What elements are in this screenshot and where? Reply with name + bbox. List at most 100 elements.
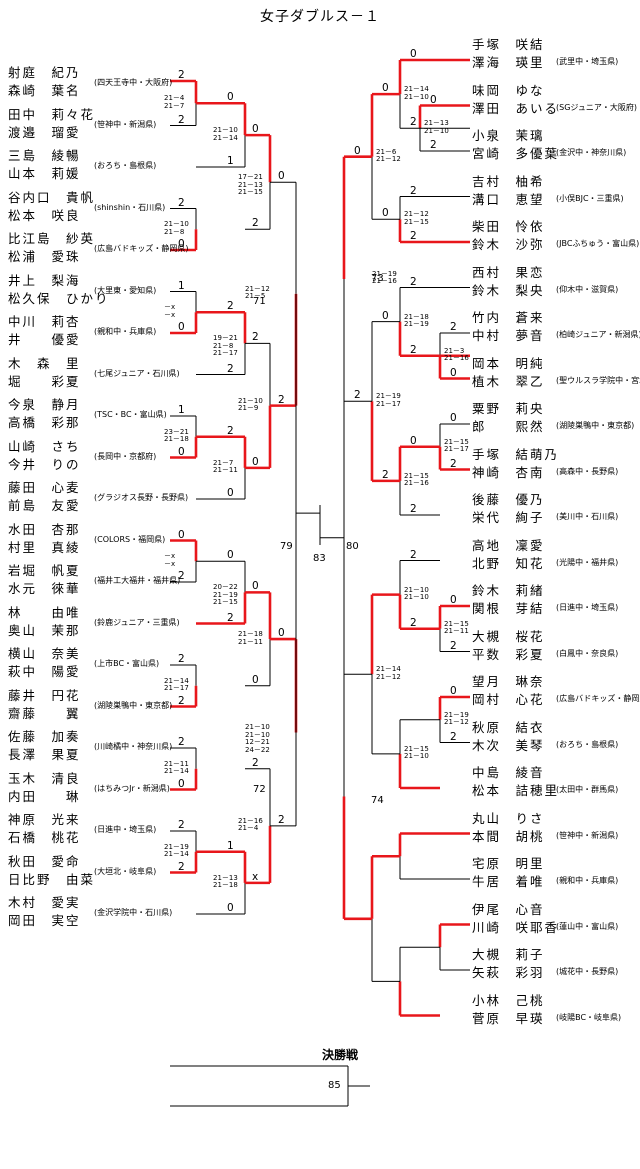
team-label: (城花中・長野県) bbox=[556, 967, 619, 976]
pair-player-2: 郎 熙然 bbox=[472, 419, 545, 434]
pair-player-2: 渡邉 瑠愛 bbox=[8, 124, 81, 140]
team-label: (武里中・埼玉県) bbox=[556, 57, 619, 66]
match-result: 0 bbox=[178, 528, 185, 541]
pair-player-2: 平数 彩夏 bbox=[472, 646, 545, 662]
pair-player-1: 射庭 紀乃 bbox=[8, 65, 81, 80]
team-label: (太田中・群馬県) bbox=[556, 785, 619, 794]
pair-player-2: 松本 詰穂里 bbox=[472, 783, 560, 798]
match-result: 0 bbox=[227, 902, 234, 914]
match-result: 2 bbox=[410, 503, 417, 515]
pair-player-1: 大槻 莉子 bbox=[472, 947, 545, 962]
pair-player-2: 矢萩 彩羽 bbox=[472, 965, 545, 980]
team-label: (聖ウルスラ学院中・宮城県) bbox=[556, 375, 640, 385]
pair-player-2: 川崎 咲耶香 bbox=[472, 919, 560, 935]
pair-player-2: 栄代 絢子 bbox=[472, 510, 545, 525]
pair-player-2: 中村 夢音 bbox=[472, 328, 545, 343]
match-code-83: 83 bbox=[313, 553, 326, 564]
pair-player-2: 牛居 着唯 bbox=[472, 874, 545, 889]
team-label: (四天王寺中・大阪府) bbox=[94, 78, 173, 87]
team-label: (大垣北・岐阜県) bbox=[94, 866, 157, 876]
pair-player-1: 味岡 ゆな bbox=[472, 82, 545, 98]
pair-player-1: 竹内 蒼来 bbox=[472, 310, 545, 325]
pair-player-1: 手塚 結萌乃 bbox=[472, 446, 560, 462]
team-label: (親和中・兵庫県) bbox=[556, 876, 619, 885]
pair-player-1: 手塚 咲結 bbox=[472, 37, 545, 52]
team-label: (日進中・埼玉県) bbox=[556, 603, 619, 612]
match-result: 2 bbox=[450, 639, 457, 652]
match-code-80: 80 bbox=[346, 541, 359, 552]
pair-player-1: 藤田 心麦 bbox=[8, 480, 81, 495]
match-result: 2 bbox=[252, 217, 259, 230]
pair-player-1: 比江島 紗英 bbox=[8, 231, 96, 246]
match-result: 2 bbox=[450, 730, 457, 743]
match-result: 2 bbox=[410, 230, 417, 242]
match-result: 0 bbox=[252, 123, 259, 136]
team-label: (光陽中・福井県) bbox=[556, 557, 619, 567]
match-result: 0 bbox=[410, 48, 417, 60]
match-result: 2 bbox=[178, 113, 185, 126]
pair-player-1: 水田 杏那 bbox=[8, 521, 81, 537]
pair-player-1: 宅原 明里 bbox=[472, 856, 545, 871]
match-result: 0 bbox=[382, 309, 389, 322]
match-result: 0 bbox=[450, 412, 457, 424]
team-label: (日進中・埼玉県) bbox=[94, 825, 157, 834]
match-result: 2 bbox=[178, 570, 185, 582]
match-result: 2 bbox=[178, 196, 185, 209]
pair-player-1: 玉木 清良 bbox=[8, 770, 81, 786]
pair-player-2: 高橋 彩那 bbox=[8, 415, 81, 430]
pair-player-2: 植木 翠乙 bbox=[472, 373, 545, 389]
pair-player-2: 内田 琳 bbox=[8, 788, 81, 804]
match-result: 2 bbox=[410, 116, 417, 129]
pair-player-1: 小林 己桃 bbox=[472, 992, 545, 1008]
pair-player-2: 石橋 桃花 bbox=[8, 830, 81, 845]
pair-player-2: 齋藤 翼 bbox=[8, 705, 81, 721]
team-label: (七尾ジュニア・石川県) bbox=[94, 368, 180, 378]
match-result: 2 bbox=[410, 548, 417, 561]
pair-player-1: 藤井 円花 bbox=[8, 687, 81, 703]
team-label: (笹神中・新潟県) bbox=[94, 119, 157, 129]
pair-player-2: 岡村 心花 bbox=[472, 692, 545, 707]
match-result: 0 bbox=[430, 93, 437, 106]
pair-player-1: 秋原 結衣 bbox=[472, 719, 545, 735]
team-label: (おろち・島根県) bbox=[94, 161, 157, 170]
match-code-71: 71 bbox=[253, 296, 266, 307]
team-label: (白鳳中・奈良県) bbox=[556, 648, 619, 658]
pair-player-1: 小泉 茉璃 bbox=[472, 128, 545, 143]
pair-player-2: 宮崎 多優葉 bbox=[472, 146, 560, 161]
match-result: 0 bbox=[227, 487, 234, 499]
team-label: (大里東・愛知県) bbox=[94, 285, 157, 295]
pair-player-1: 柴田 怜依 bbox=[472, 219, 545, 234]
match-result: 2 bbox=[178, 653, 185, 665]
pair-player-1: 大槻 桜花 bbox=[472, 628, 545, 644]
pair-player-1: 木 森 里 bbox=[8, 355, 81, 371]
pair-player-2: 今井 りの bbox=[8, 456, 81, 472]
team-label: (COLORS・福岡県) bbox=[94, 534, 166, 544]
pair-player-1: 秋田 愛命 bbox=[8, 853, 81, 869]
pair-player-2: 菅原 早瑛 bbox=[472, 1010, 545, 1026]
team-label: (蓮山中・富山県) bbox=[556, 921, 619, 931]
pair-player-1: 神原 光来 bbox=[8, 812, 81, 827]
team-label: (金沢中・神奈川県) bbox=[556, 148, 627, 157]
pair-player-2: 井 優愛 bbox=[8, 332, 81, 347]
match-result: x bbox=[252, 870, 259, 883]
match-result: 2 bbox=[227, 611, 234, 624]
match-result: 2 bbox=[410, 616, 417, 629]
team-label: (金沢学院中・石川県) bbox=[94, 908, 173, 917]
pair-player-2: 松本 咲良 bbox=[8, 207, 81, 223]
